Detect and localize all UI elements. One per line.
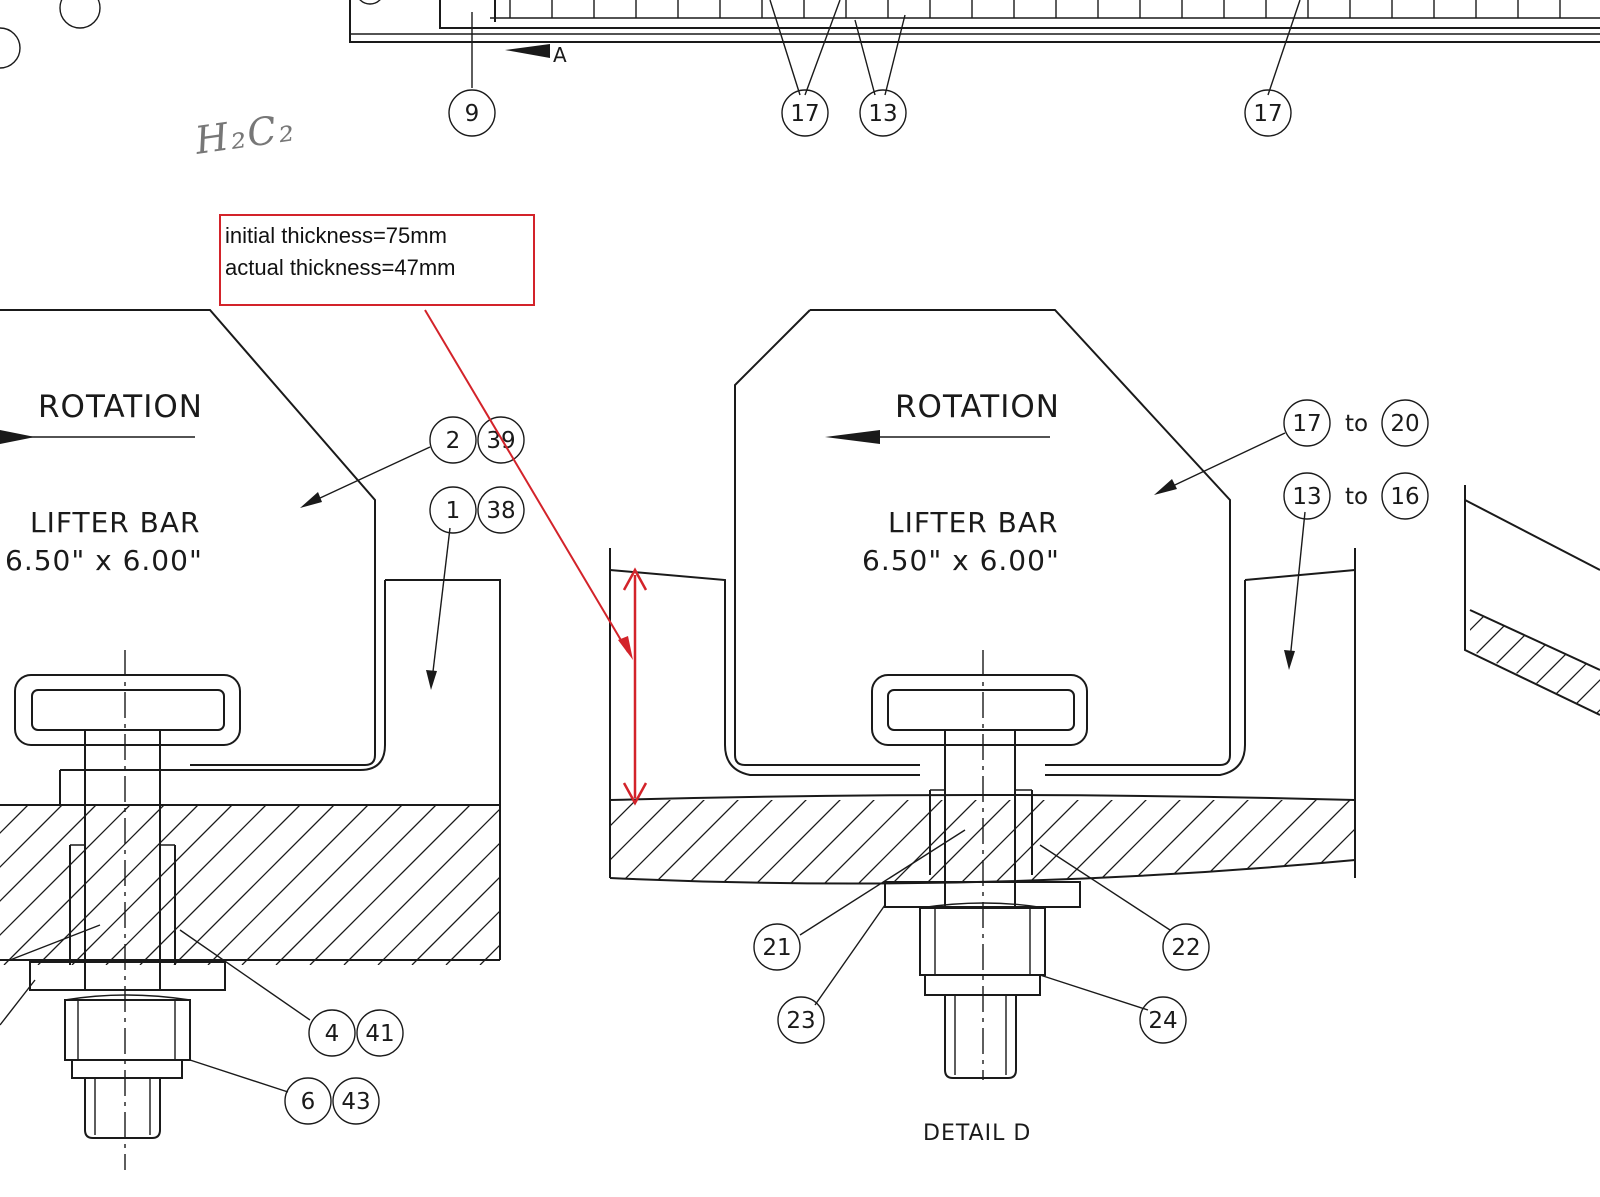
hatch-line [479, 944, 500, 965]
hatch-line [1249, 800, 1355, 884]
hatch-line [139, 805, 301, 965]
callout-13b: 13 [1292, 484, 1321, 510]
hatch-line [1470, 610, 1561, 715]
hatch-line [739, 800, 851, 884]
top-callouts: 9 17 13 17 [448, 89, 1292, 137]
hatch-line [445, 910, 500, 965]
hatch-line [207, 805, 369, 965]
hatch-line [1215, 800, 1327, 884]
hatch-line [434, 790, 544, 900]
callout-17: 17 [790, 101, 819, 127]
callout-2: 2 [446, 428, 461, 454]
callout-6: 6 [301, 1089, 316, 1115]
hatch-line [1529, 610, 1600, 715]
hatch-line [1113, 800, 1225, 884]
far-right-partial-view [1464, 485, 1600, 716]
detail-label: DETAIL D [923, 1121, 1031, 1146]
hatch-line [1559, 610, 1600, 715]
hatch-line [1470, 610, 1501, 715]
hatch-line [0, 805, 63, 868]
hatch-line [705, 800, 817, 884]
hatch-line [610, 800, 613, 884]
callout-41: 41 [365, 1021, 394, 1047]
hatch-line [773, 800, 885, 884]
callout-38: 38 [486, 498, 515, 524]
section-marker: A [553, 43, 567, 67]
actual-thickness-text: actual thickness=47mm [225, 255, 456, 280]
hatch-line [1181, 800, 1293, 884]
callout-9: 9 [465, 101, 480, 127]
left-part-label: LIFTER BAR [30, 506, 200, 539]
thickness-note-box: initial thickness=75mm actual thickness=… [219, 214, 535, 306]
hatch-line [1079, 800, 1191, 884]
hatch-line [1317, 800, 1355, 884]
left-rotation-label: ROTATION [38, 389, 203, 425]
hatch-line [1147, 800, 1259, 884]
callout-22: 22 [1171, 935, 1200, 961]
hatch-line [1283, 800, 1355, 884]
callout-21: 21 [762, 935, 791, 961]
hatch-line [309, 805, 471, 965]
section-arrow [505, 44, 550, 58]
hatch-line [275, 805, 437, 965]
hatch-line [1589, 610, 1600, 715]
right-rotation-label: ROTATION [895, 389, 1060, 425]
callout-20: 20 [1390, 411, 1419, 437]
hatch-line [411, 876, 500, 965]
hatch-line [343, 808, 500, 965]
hatch-line [841, 800, 953, 884]
thickness-annotation [424, 309, 648, 806]
left-part-size: 6.50" x 6.00" [5, 544, 203, 577]
hatch-line [514, 805, 674, 965]
hatch-line [637, 800, 749, 884]
to-word-a: to [1345, 411, 1368, 437]
hatch-line [0, 805, 97, 902]
right-view: ROTATION LIFTER BAR 6.50" x 6.00" DETAIL… [434, 309, 1429, 1146]
callout-24: 24 [1148, 1008, 1177, 1034]
callout-17a: 17 [1292, 411, 1321, 437]
hatch-line [377, 842, 500, 965]
callout-39: 39 [486, 428, 515, 454]
hatch-line [1470, 610, 1531, 715]
top-partial-view: A [0, 0, 1600, 96]
hatch-line [943, 800, 1055, 884]
callout-17-right: 17 [1253, 101, 1282, 127]
callout-4: 4 [325, 1021, 340, 1047]
callout-43: 43 [341, 1089, 370, 1115]
hatch-line [1011, 800, 1123, 884]
callout-1: 1 [446, 498, 461, 524]
to-word-b: to [1345, 484, 1368, 510]
initial-thickness-text: initial thickness=75mm [225, 223, 447, 248]
hatch-line [1499, 610, 1600, 715]
hatch-line [1351, 800, 1355, 884]
hatch-line [610, 800, 681, 884]
right-part-label: LIFTER BAR [888, 506, 1058, 539]
hatch-line [0, 805, 131, 936]
callout-23: 23 [786, 1008, 815, 1034]
hatch-line [1045, 800, 1157, 884]
hatch-line [71, 805, 233, 965]
hatch-line [105, 805, 267, 965]
callout-16: 16 [1390, 484, 1419, 510]
hatch-line [610, 800, 647, 884]
hatch-line [468, 790, 578, 900]
hatch-line [807, 800, 919, 884]
hatch-line [610, 800, 715, 884]
callout-13: 13 [868, 101, 897, 127]
left-view: ROTATION LIFTER BAR 6.50" x 6.00" 2 39 1… [0, 309, 674, 1170]
hatch-line [0, 805, 29, 834]
hatch-line [173, 805, 335, 965]
hatch-line [241, 805, 403, 965]
right-part-size: 6.50" x 6.00" [862, 544, 1060, 577]
